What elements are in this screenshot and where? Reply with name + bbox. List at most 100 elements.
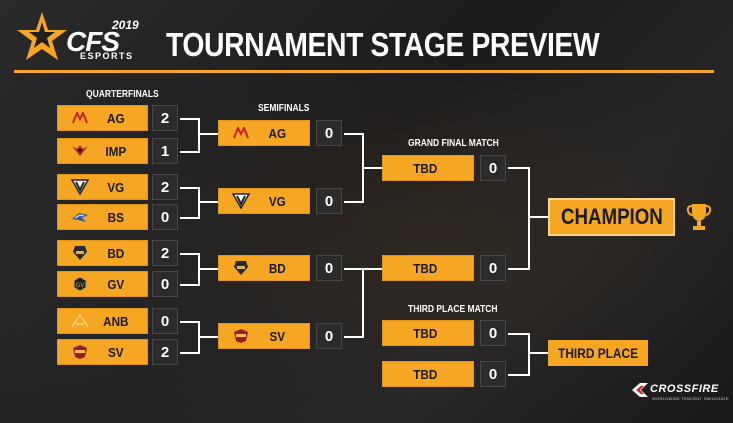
grand-final-score-2: 0 [480,255,506,281]
team-name: VG [268,193,286,209]
connector-line [344,268,364,270]
team-name: BS [107,209,124,225]
qf-team-1[interactable]: AG [57,105,148,131]
bd-team-logo-icon [71,244,89,262]
team-name: AG [268,125,287,141]
third-place-box: THIRD PLACE [548,340,648,366]
grand-final-label: GRAND FINAL MATCH [408,138,499,149]
semifinals-label: SEMIFINALS [258,103,310,114]
bd-team-logo-icon [232,259,250,277]
qf-score-3: 2 [152,174,178,200]
champion-label: CHAMPION [560,204,663,229]
connector-line [508,333,530,335]
qf-score-5: 2 [152,240,178,266]
sf-score-2: 0 [316,188,342,214]
crossfire-mark-icon [632,383,648,397]
header-divider [14,70,714,73]
imp-team-logo-icon [71,142,89,160]
connector-line [508,268,530,270]
logo-text: CFS [66,26,120,57]
sf-team-2[interactable]: VG [218,188,310,214]
connector-line [528,333,530,376]
ag-team-logo-icon [232,124,250,142]
anb-team-logo-icon [71,312,89,330]
qf-team-6[interactable]: GV GV [57,271,148,297]
logo-sub: ESPORTS [80,51,134,61]
connector-line [180,284,200,286]
qf-score-8: 2 [152,339,178,365]
vg-team-logo-icon [232,192,250,210]
team-name: AG [107,110,125,126]
connector-line [198,118,200,153]
connector-line [198,187,200,219]
connector-line [362,268,382,270]
quarterfinals-label: QUARTERFINALS [86,89,159,100]
connector-line [528,167,530,270]
team-name: TBD [413,325,438,341]
sf-score-3: 0 [316,255,342,281]
crossfire-logo: CROSSFIRE WORLDWIDE TENCENT SMILEGATE [630,382,729,404]
third-place-score-1: 0 [480,320,506,346]
qf-team-4[interactable]: BS [57,204,148,230]
crossfire-logo-text: CROSSFIRE [650,383,719,395]
page-title: TOURNAMENT STAGE PREVIEW [166,26,600,63]
sf-team-3[interactable]: BD [218,255,310,281]
qf-team-2[interactable]: IMP [57,138,148,164]
sf-team-4[interactable]: SV [218,323,310,349]
qf-score-7: 0 [152,308,178,334]
connector-line [180,217,200,219]
connector-line [344,201,364,203]
third-place-label: THIRD PLACE [557,345,639,361]
sf-team-1[interactable]: AG [218,120,310,146]
third-place-team-1[interactable]: TBD [382,320,474,346]
sf-score-4: 0 [316,323,342,349]
qf-team-8[interactable]: SV [57,339,148,365]
connector-line [344,133,364,135]
team-name: ANB [103,313,129,329]
gv-team-logo-icon: GV [71,275,89,293]
connector-line [180,151,200,153]
connector-line [180,118,200,120]
connector-line [198,268,218,270]
third-place-match-label: THIRD PLACE MATCH [408,304,498,315]
qf-score-6: 0 [152,271,178,297]
connector-line [198,133,218,135]
logo-year: 2019 [112,18,139,32]
bs-team-logo-icon [71,208,89,226]
connector-line [528,352,548,354]
team-name: SV [269,328,286,344]
connector-line [508,374,530,376]
team-name: IMP [105,143,127,159]
connector-line [362,268,364,338]
grand-final-team-1[interactable]: TBD [382,155,474,181]
team-name: BD [107,245,125,261]
cfs-esports-logo: 2019 CFS ESPORTS [14,8,144,64]
trophy-icon [686,202,712,232]
third-place-team-2[interactable]: TBD [382,361,474,387]
svg-text:GV: GV [76,282,86,289]
qf-team-5[interactable]: BD [57,240,148,266]
connector-line [180,352,200,354]
qf-score-4: 0 [152,204,178,230]
champion-box: CHAMPION [548,198,675,236]
third-place-score-2: 0 [480,361,506,387]
team-name: SV [107,344,124,360]
connector-line [344,336,364,338]
grand-final-score-1: 0 [480,155,506,181]
connector-line [180,187,200,189]
ag-team-logo-icon [71,109,89,127]
team-name: TBD [413,260,438,276]
qf-team-3[interactable]: VG [57,174,148,200]
sf-score-1: 0 [316,120,342,146]
connector-line [528,216,548,218]
star-icon [17,12,67,60]
team-name: BD [268,260,286,276]
team-name: TBD [413,160,438,176]
connector-line [198,201,218,203]
qf-score-1: 2 [152,105,178,131]
connector-line [362,167,382,169]
team-name: VG [107,179,125,195]
qf-team-7[interactable]: ANB [57,308,148,334]
grand-final-team-2[interactable]: TBD [382,255,474,281]
connector-line [198,336,218,338]
